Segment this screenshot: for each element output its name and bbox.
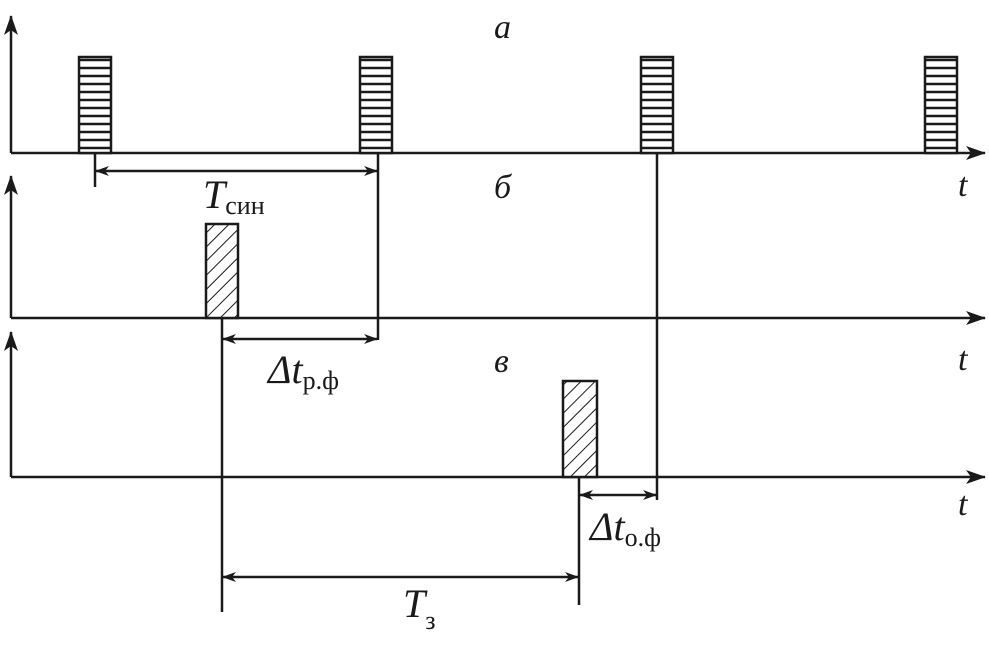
t-axis-label-c: t — [958, 486, 969, 523]
t-sync-label: Tсин — [203, 172, 265, 220]
panel-label-b: б — [494, 169, 513, 206]
radiated-pulse — [204, 222, 240, 320]
sync-pulse-2 — [358, 55, 394, 155]
panel-b: б t — [3, 169, 986, 378]
dt-of-sub: о.ф — [625, 523, 661, 552]
t-axis-label-b: t — [958, 341, 969, 378]
t-sync-sub: син — [225, 191, 264, 220]
sync-pulse-4 — [923, 55, 959, 155]
received-pulse — [561, 379, 599, 479]
panel-c: в t — [3, 331, 986, 523]
sync-pulse-3 — [639, 55, 675, 155]
dt-of-main: Δt — [588, 504, 625, 549]
dt-rf-main: Δt — [266, 347, 303, 392]
dt-rf-label: Δtр.ф — [266, 347, 339, 395]
t-z-sub: з — [425, 606, 435, 635]
dt-of-label: Δtо.ф — [588, 504, 661, 552]
panel-label-c: в — [494, 343, 509, 380]
t-axis-label-a: t — [958, 167, 969, 204]
t-sync-main: T — [203, 172, 228, 217]
panel-label-a: а — [494, 9, 511, 46]
dt-rf-sub: р.ф — [303, 366, 339, 395]
t-z-main: T — [403, 581, 428, 626]
sync-pulse-1 — [77, 55, 113, 155]
dimension-arrows — [95, 166, 657, 582]
t-z-label: Tз — [403, 581, 436, 635]
reference-lines — [93, 153, 659, 612]
panel-a: а t — [3, 9, 986, 204]
